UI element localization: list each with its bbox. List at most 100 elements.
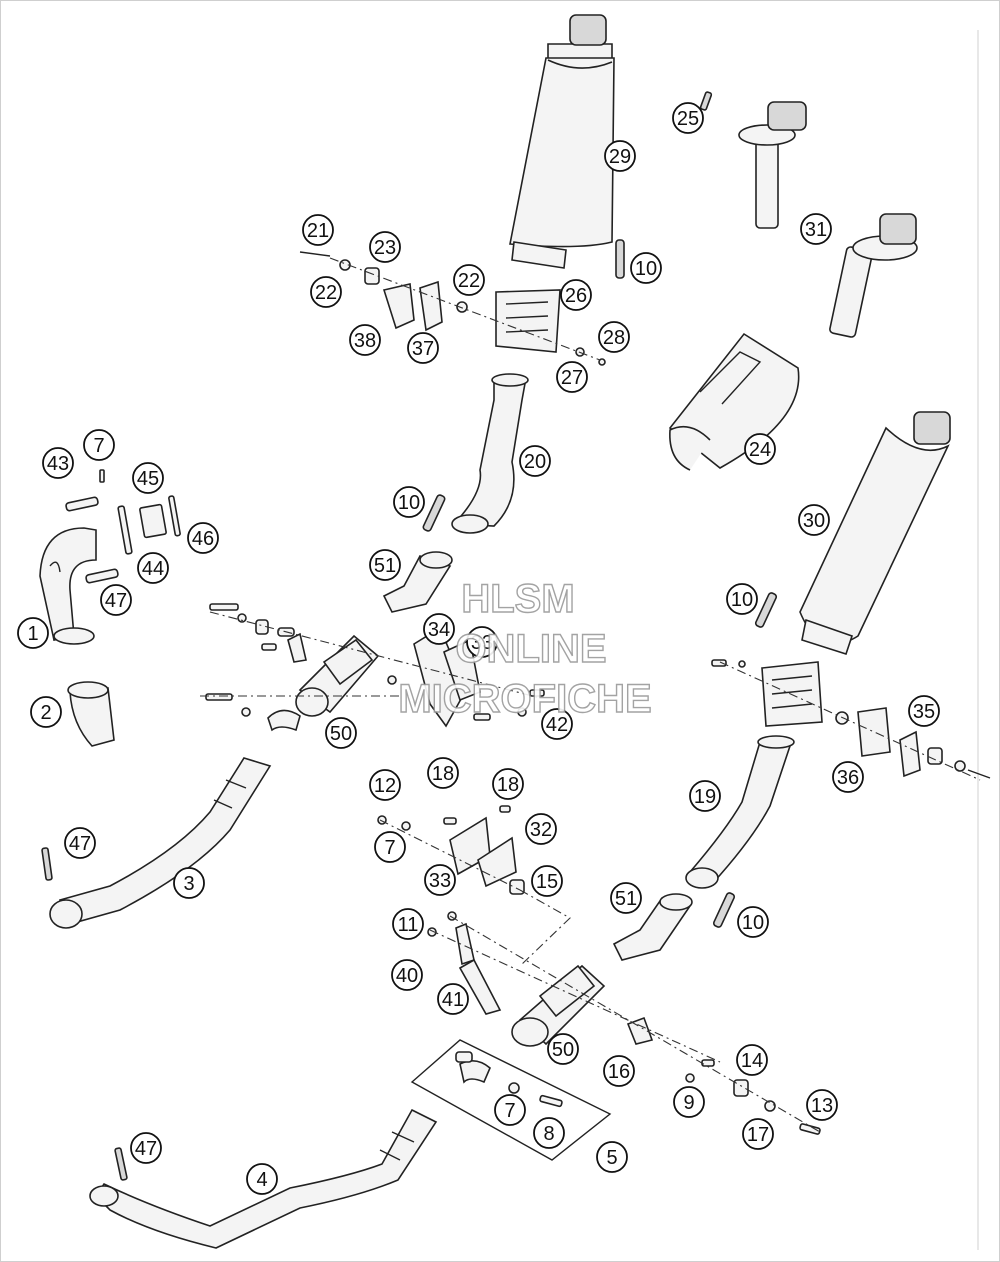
callout-label: 19 (694, 786, 716, 808)
callout-47-a: 47 (100, 584, 132, 616)
callout-47-b: 47 (64, 827, 96, 859)
callout-label: 42 (546, 714, 568, 736)
callout-label: 10 (742, 912, 764, 934)
callout-40: 40 (391, 959, 423, 991)
hanger-lower (427, 911, 502, 1015)
callout-label: 4 (256, 1169, 267, 1191)
callout-22-b: 22 (453, 264, 485, 296)
link-pipe-19 (685, 735, 795, 889)
callout-label: 50 (552, 1039, 574, 1061)
callout-12: 12 (369, 769, 401, 801)
collector-50-left (267, 634, 380, 732)
callout-42: 42 (541, 708, 573, 740)
callout-label: 43 (47, 453, 69, 475)
callout-label: 18 (497, 774, 519, 796)
callout-label: 17 (747, 1124, 769, 1146)
callout-46: 46 (187, 522, 219, 554)
callout-10-d: 10 (737, 906, 769, 938)
header-pipe-2 (67, 681, 115, 747)
collector-50-right (511, 964, 606, 1047)
callout-11: 11 (392, 908, 424, 940)
callout-label: 20 (524, 451, 546, 473)
callout-label: 50 (330, 723, 352, 745)
callout-label: 51 (374, 555, 396, 577)
callout-label: 47 (69, 833, 91, 855)
callout-10-b: 10 (393, 486, 425, 518)
hardware-left-mid (205, 603, 727, 721)
callout-label: 30 (803, 510, 825, 532)
callout-label: 33 (471, 632, 493, 654)
callout-label: 7 (504, 1100, 515, 1122)
heat-shield (668, 332, 800, 471)
callout-label: 36 (837, 767, 859, 789)
callout-label: 5 (606, 1147, 617, 1169)
callout-label: 2 (40, 702, 51, 724)
callout-45: 45 (132, 462, 164, 494)
callout-label: 38 (354, 330, 376, 352)
watermark-line3: MICROFICHE (398, 677, 651, 721)
callout-27: 27 (556, 361, 588, 393)
header-pipe-1 (39, 527, 97, 645)
callout-16: 16 (603, 1055, 635, 1087)
callout-13: 13 (806, 1089, 838, 1121)
callout-18-b: 18 (492, 768, 524, 800)
callout-14: 14 (736, 1044, 768, 1076)
clamp-kit-5 (410, 1039, 612, 1161)
small-hardware-left (41, 469, 181, 1181)
callout-label: 7 (93, 435, 104, 457)
callout-label: 33 (429, 870, 451, 892)
callout-23: 23 (369, 231, 401, 263)
callout-label: 10 (398, 492, 420, 514)
watermark: HLSM ONLINE MICROFICHE (398, 576, 653, 721)
callout-17: 17 (742, 1118, 774, 1150)
callout-label: 22 (458, 270, 480, 292)
callout-1: 1 (17, 617, 49, 649)
callout-2: 2 (30, 696, 62, 728)
watermark-line2: ONLINE (455, 627, 606, 671)
callout-30: 30 (798, 504, 830, 536)
callout-label: 7 (384, 837, 395, 859)
callout-label: 1 (27, 623, 38, 645)
callout-21: 21 (302, 214, 334, 246)
callout-19: 19 (689, 780, 721, 812)
callout-7-top: 7 (83, 429, 115, 461)
callout-label: 28 (603, 327, 625, 349)
callout-label: 11 (398, 914, 419, 936)
callout-50-a: 50 (325, 717, 357, 749)
callout-label: 34 (428, 619, 450, 641)
callout-label: 31 (805, 219, 827, 241)
callout-33-b: 33 (424, 864, 456, 896)
link-pipe-20 (451, 373, 529, 534)
silencer-lower (799, 411, 951, 656)
callout-38: 38 (349, 324, 381, 356)
callout-51-b: 51 (610, 882, 642, 914)
callout-label: 23 (374, 237, 396, 259)
callout-47-c: 47 (130, 1132, 162, 1164)
callout-label: 27 (561, 367, 583, 389)
callout-22-a: 22 (310, 276, 342, 308)
callout-15: 15 (531, 865, 563, 897)
callout-label: 13 (811, 1095, 833, 1117)
callout-28: 28 (598, 321, 630, 353)
callout-label: 26 (565, 285, 587, 307)
callout-label: 8 (543, 1123, 554, 1145)
callout-label: 16 (608, 1061, 630, 1083)
callout-10-a: 10 (630, 252, 662, 284)
callout-label: 3 (183, 873, 194, 895)
callout-33-a: 33 (466, 626, 498, 658)
springs (422, 91, 778, 928)
callout-50-b: 50 (547, 1033, 579, 1065)
callout-label: 21 (307, 220, 329, 242)
watermark-line1: HLSM (461, 577, 574, 621)
callout-label: 35 (913, 701, 935, 723)
callout-label: 47 (135, 1138, 157, 1160)
callout-label: 44 (142, 558, 164, 580)
mid-pipe-3 (49, 757, 272, 929)
callout-8: 8 (533, 1117, 565, 1149)
tail-pipe-31 (738, 101, 918, 338)
callout-label: 24 (749, 439, 771, 461)
callout-35: 35 (908, 695, 940, 727)
hardware-lower-right (626, 1016, 821, 1135)
callout-31: 31 (800, 213, 832, 245)
